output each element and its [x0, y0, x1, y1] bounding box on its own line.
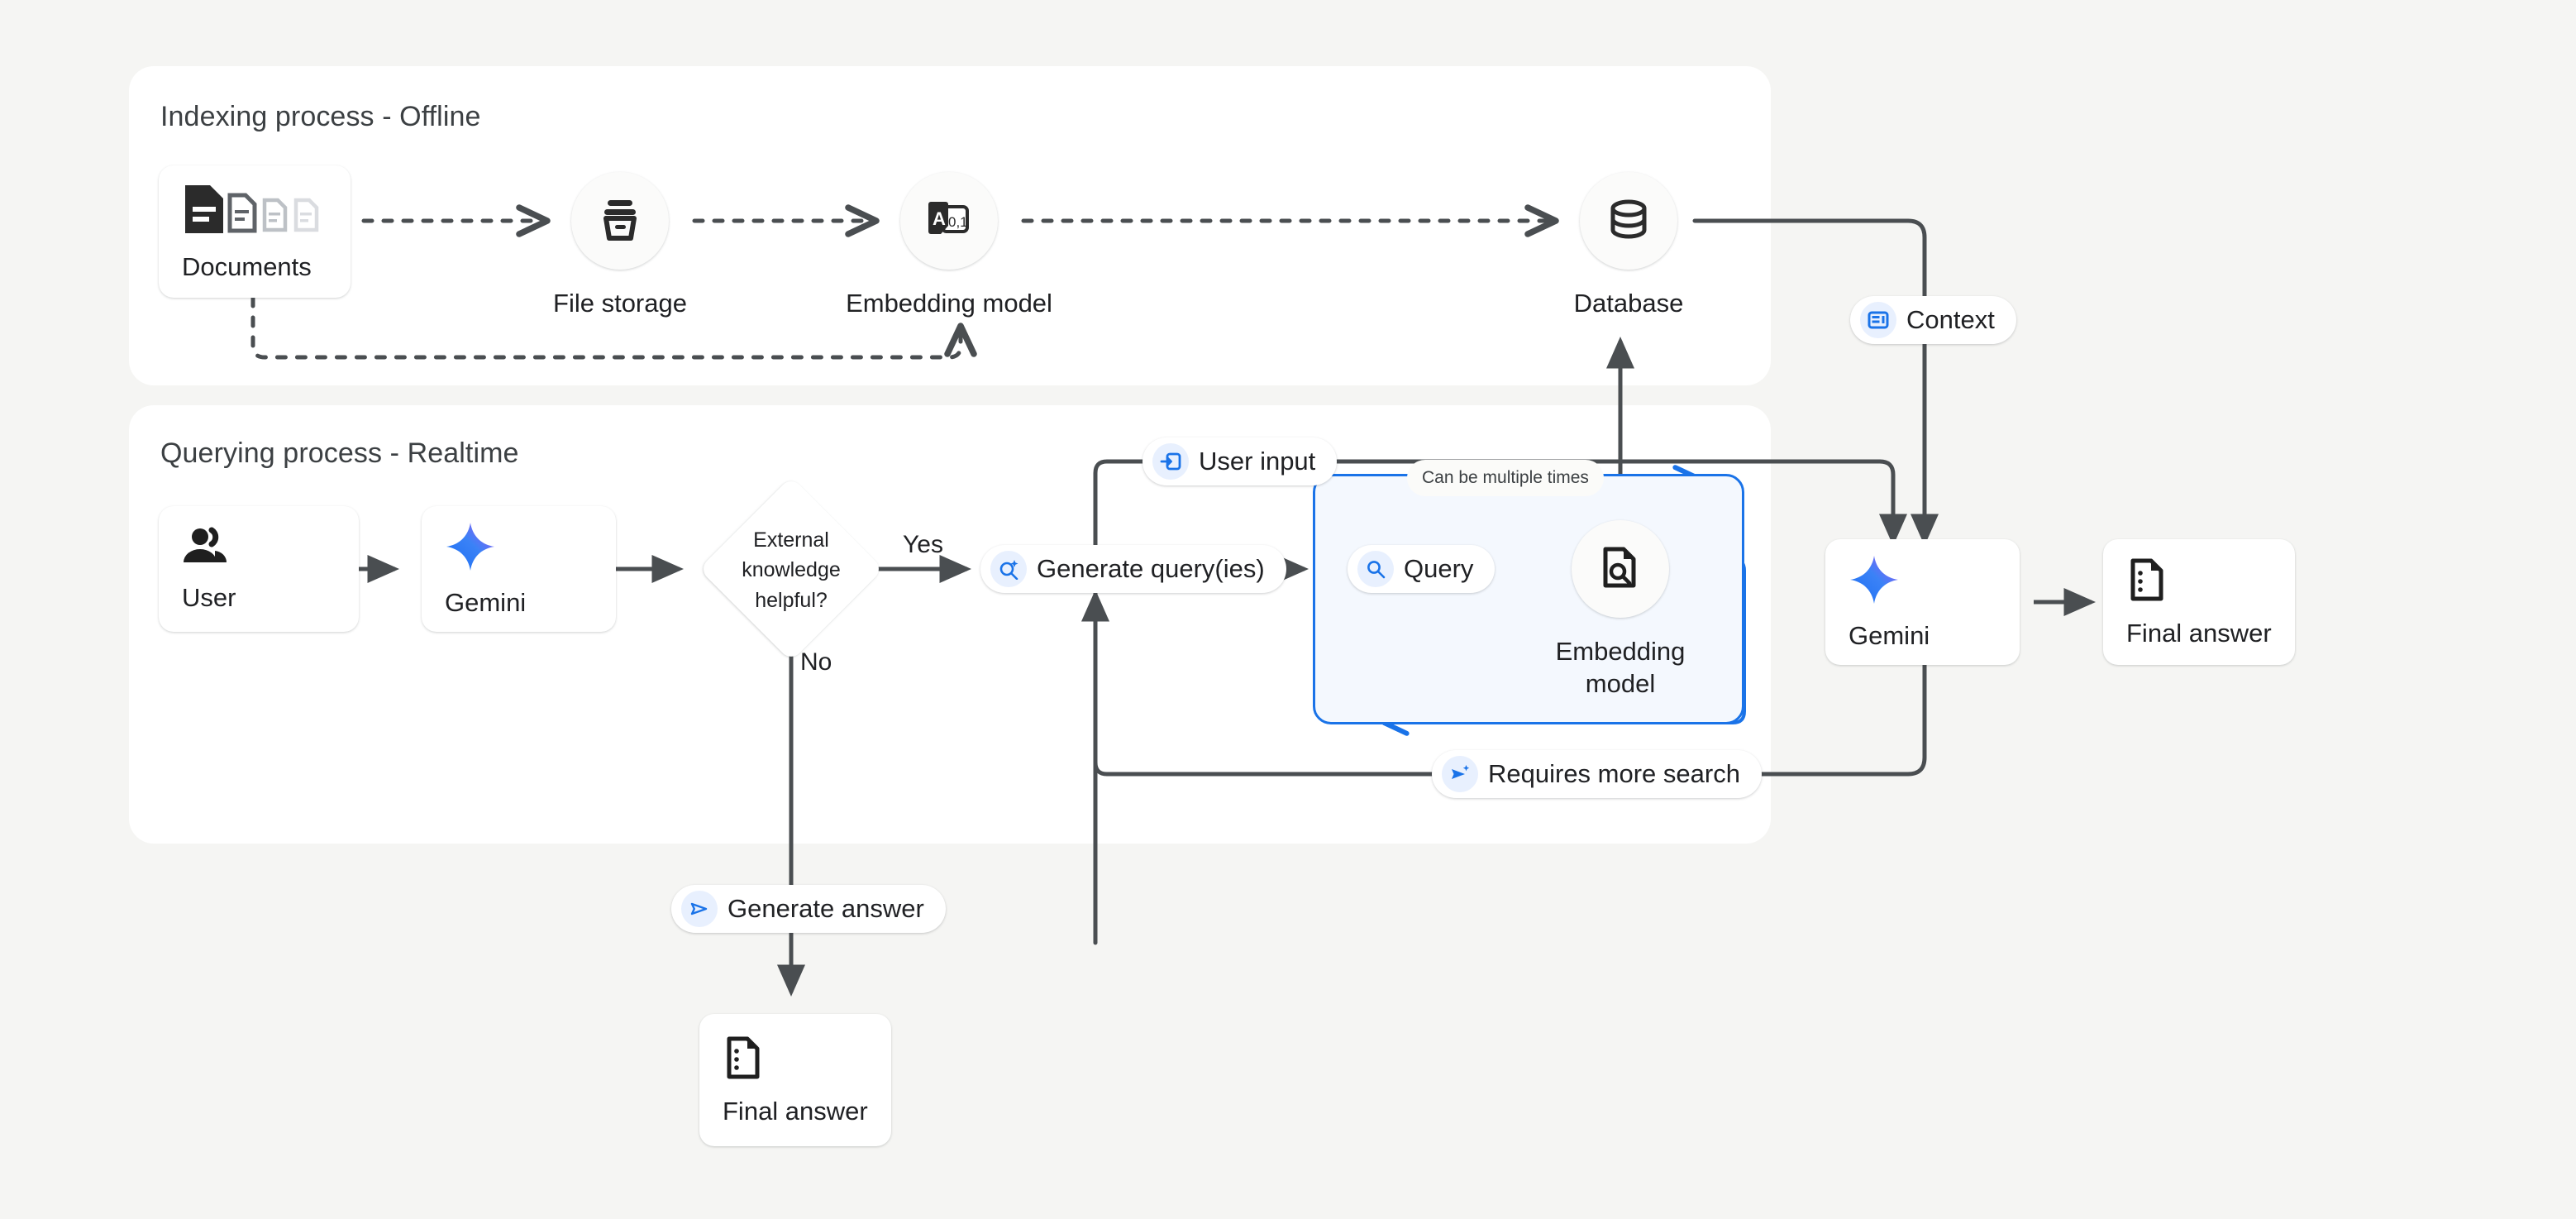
- file-storage-label: File storage: [553, 289, 687, 318]
- gemini-second-label: Gemini: [1849, 620, 1930, 650]
- gemini-first-label: Gemini: [445, 587, 527, 617]
- requires-more-search-pill[interactable]: Requires more search: [1432, 750, 1762, 798]
- gemini-first-card[interactable]: Gemini: [422, 506, 616, 632]
- indexing-panel-title: Indexing process - Offline: [160, 101, 481, 132]
- user-icon: [182, 526, 233, 571]
- query-embedding-model-node[interactable]: Embedding model: [1556, 520, 1685, 700]
- query-pill[interactable]: Query: [1348, 545, 1496, 593]
- query-label: Query: [1404, 554, 1474, 583]
- user-label: User: [182, 582, 236, 612]
- embedding-model-label: Embedding model: [846, 289, 1052, 318]
- database-node[interactable]: Database: [1554, 172, 1703, 320]
- documents-icon: [182, 182, 322, 241]
- final-answer-icon: [723, 1035, 766, 1085]
- user-input-pill[interactable]: User input: [1143, 437, 1338, 485]
- generate-queries-label: Generate query(ies): [1037, 554, 1265, 583]
- search-icon: [1357, 551, 1394, 587]
- send-icon: [681, 891, 718, 927]
- search-sparkle-icon: [990, 551, 1027, 587]
- user-card[interactable]: User: [159, 506, 359, 632]
- svg-text:A: A: [933, 208, 946, 229]
- user-input-label: User input: [1199, 447, 1316, 476]
- context-pill[interactable]: Context: [1850, 296, 2016, 344]
- query-embedding-model-label: Embedding model: [1555, 637, 1686, 698]
- input-login-icon: [1152, 443, 1189, 480]
- loop-note-label: Can be multiple times: [1422, 468, 1589, 487]
- send-sparkle-icon: [1442, 756, 1478, 792]
- embedding-model-node[interactable]: 0,1 A Embedding model: [846, 172, 1052, 320]
- branch-no-label: No: [800, 648, 832, 676]
- database-label: Database: [1573, 289, 1684, 318]
- embedding-model-icon: 0,1 A: [924, 195, 974, 247]
- context-panel-icon: [1860, 302, 1896, 338]
- final-answer-right-card[interactable]: Final answer: [2103, 539, 2295, 665]
- gemini-sparkle-icon: [445, 521, 496, 576]
- file-storage-node[interactable]: File storage: [546, 172, 694, 320]
- generate-queries-pill[interactable]: Generate query(ies): [980, 545, 1286, 593]
- branch-yes-label: Yes: [903, 531, 943, 558]
- final-answer-bottom-label: Final answer: [723, 1096, 868, 1126]
- loop-note-pill: Can be multiple times: [1407, 460, 1604, 496]
- final-answer-bottom-card[interactable]: Final answer: [699, 1014, 891, 1146]
- generate-answer-pill[interactable]: Generate answer: [671, 885, 946, 933]
- documents-card[interactable]: Documents: [159, 165, 351, 298]
- decision-node[interactable]: External knowledge helpful?: [699, 476, 884, 662]
- generate-answer-label: Generate answer: [727, 894, 924, 923]
- documents-label: Documents: [182, 251, 312, 281]
- database-icon: [1605, 195, 1653, 247]
- gemini-second-card[interactable]: Gemini: [1825, 539, 2020, 665]
- context-label: Context: [1906, 305, 1995, 334]
- querying-panel-title: Querying process - Realtime: [160, 437, 519, 469]
- document-search-icon: [1597, 544, 1643, 595]
- file-storage-icon: [596, 195, 644, 247]
- decision-label: External knowledge helpful?: [742, 528, 841, 612]
- final-answer-right-label: Final answer: [2126, 618, 2272, 648]
- final-answer-icon: [2126, 557, 2169, 607]
- gemini-sparkle-icon: [1849, 554, 1900, 610]
- svg-text:0,1: 0,1: [948, 214, 968, 230]
- requires-more-search-label: Requires more search: [1488, 759, 1740, 788]
